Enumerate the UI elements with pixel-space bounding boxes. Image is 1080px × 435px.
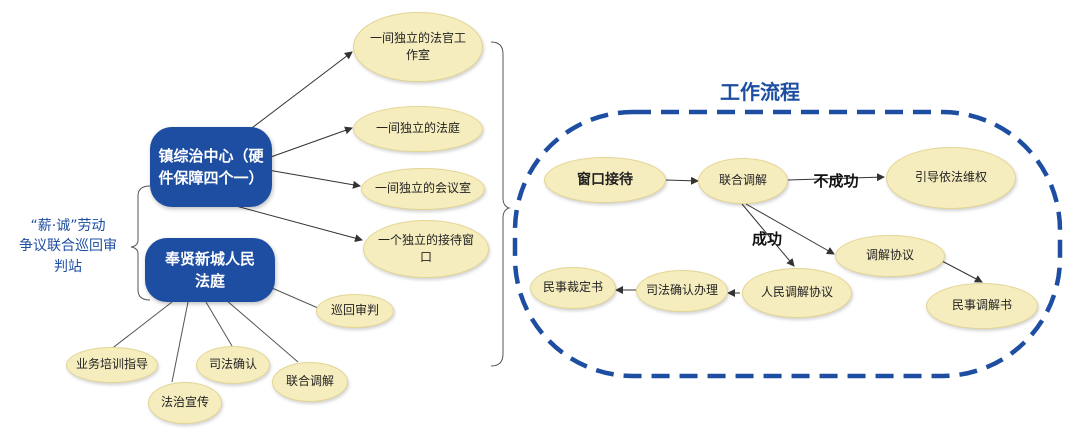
hub-people-court[interactable]: 奉贤新城人民 法庭	[145, 238, 275, 302]
edge-agreement-civildoc	[939, 259, 983, 283]
facility-courtroom[interactable]: 一间独立的法庭	[353, 106, 483, 152]
edge-hub2-queren	[205, 301, 233, 347]
function-joint-mediation[interactable]: 联合调解	[272, 362, 348, 402]
function-legal-publicity[interactable]: 法治宣传	[148, 382, 222, 424]
facility-reception-window[interactable]: 一个独立的接待窗 口	[363, 220, 489, 278]
node-mediation-agreement[interactable]: 调解协议	[835, 235, 945, 277]
facility-brace	[490, 41, 511, 367]
node-people-mediation-agreement[interactable]: 人民调解协议	[742, 268, 852, 318]
workflow-title: 工作流程	[720, 80, 800, 104]
edge-hub2-tiaojie	[225, 299, 299, 363]
edge-joint-people	[741, 203, 795, 267]
node-judicial-confirmation-processing[interactable]: 司法确认办理	[636, 270, 728, 312]
edge-joint-guide	[787, 173, 885, 182]
facility-meeting-room[interactable]: 一间独立的会议室	[361, 168, 485, 210]
node-civil-mediation-document[interactable]: 民事调解书	[926, 283, 1038, 329]
node-civil-ruling[interactable]: 民事裁定书	[530, 267, 616, 309]
edge-hub2-xuanchuan	[171, 301, 189, 383]
facility-judge-office[interactable]: 一间独立的法官工 作室	[353, 12, 483, 82]
station-title: “薪·诚”劳动 争议联合巡回审 判站	[19, 218, 117, 275]
label-fail: 不成功	[813, 172, 859, 190]
node-joint-mediation[interactable]: 联合调解	[698, 158, 788, 204]
node-guide-rights[interactable]: 引导依法维权	[886, 147, 1016, 209]
hub-comprehensive-center[interactable]: 镇综治中心（硬 件保障四个一）	[150, 127, 272, 207]
workflow-frame	[512, 109, 1063, 379]
function-circuit-trial[interactable]: 巡回审判	[316, 294, 394, 328]
node-window-reception[interactable]: 窗口接待	[544, 157, 666, 203]
edge-hub1-facility3	[267, 169, 361, 189]
edge-hub2-peixun	[109, 301, 173, 351]
label-success: 成功	[751, 230, 782, 248]
edge-joint-agreement	[745, 203, 835, 255]
edge-hub1-facility4	[235, 205, 363, 243]
edge-hub1-facility1	[235, 51, 353, 141]
edge-hub1-facility2	[267, 126, 353, 159]
edge-window-joint	[665, 176, 699, 185]
function-judicial-confirmation[interactable]: 司法确认	[196, 346, 270, 384]
function-training[interactable]: 业务培训指导	[66, 347, 158, 383]
edge-hub2-xunhui	[271, 287, 319, 309]
left-brace	[130, 185, 151, 301]
